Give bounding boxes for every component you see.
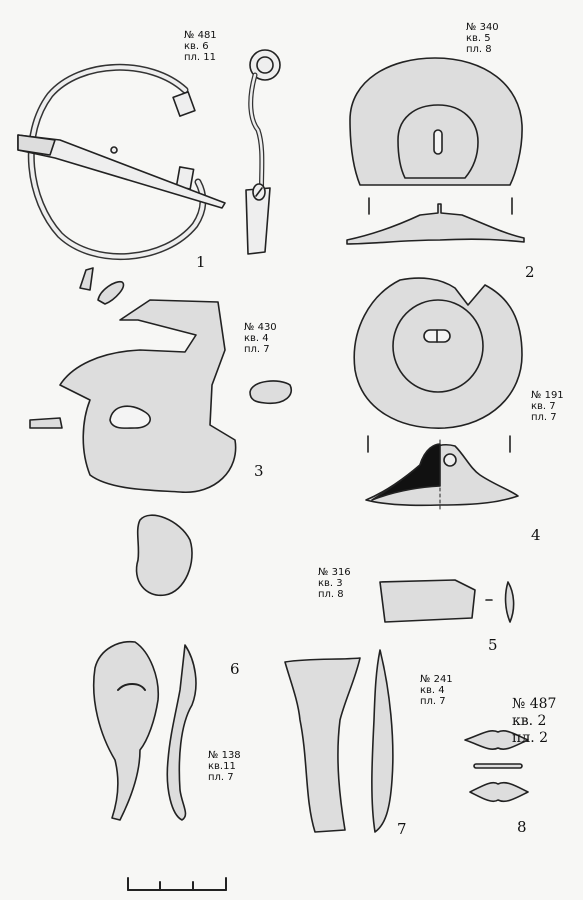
figure-number-4: 4 — [531, 526, 541, 544]
figure-number-2: 2 — [525, 263, 535, 281]
artifact-2-disc-profile — [347, 198, 524, 244]
artifact-4-disc-profile — [366, 436, 518, 510]
artifact-7-spatula — [285, 650, 393, 832]
scale-bar — [128, 878, 226, 890]
artifact-2-disc-top — [350, 58, 522, 185]
artifact-1-brooch-side — [246, 50, 280, 254]
artifact-3-fragment — [30, 268, 291, 595]
figure-number-8: 8 — [517, 818, 527, 836]
artifact-8-pieces — [465, 731, 528, 801]
figure-number-1: 1 — [196, 253, 206, 271]
artifact-5-plate — [380, 580, 514, 622]
figure-number-6: 6 — [230, 660, 240, 678]
figure-number-5: 5 — [488, 636, 498, 654]
artifact-6-pendant — [94, 642, 196, 820]
figure-number-3: 3 — [254, 462, 264, 480]
figure-number-7: 7 — [397, 820, 407, 838]
artifact-4-disc-top — [354, 278, 522, 428]
artifact-1-brooch-front — [18, 67, 225, 256]
